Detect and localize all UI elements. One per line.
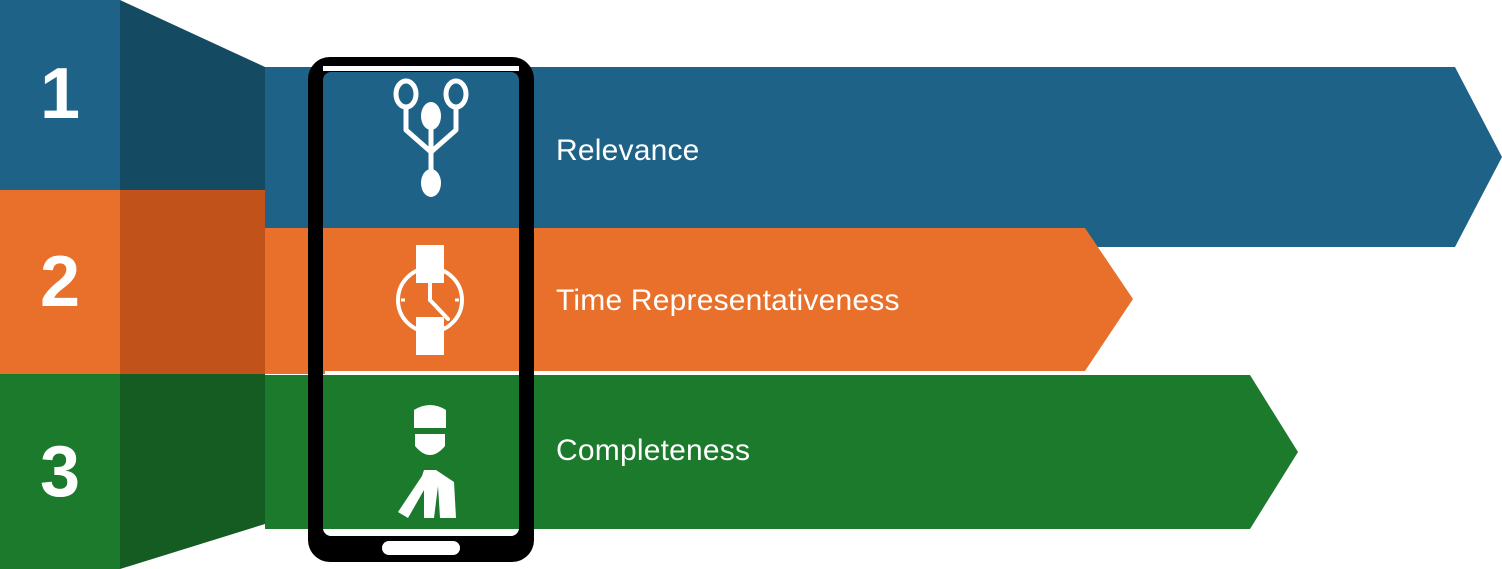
smartphone-frame	[308, 57, 534, 562]
step-1-group	[0, 0, 1502, 247]
network-nodes-icon	[393, 78, 469, 197]
step-1-number: 1	[39, 54, 81, 134]
step-2-arrow-band	[265, 228, 1133, 371]
wristwatch-icon	[396, 245, 464, 355]
step-3-label: Completeness	[556, 434, 751, 467]
step-3-arrow-band	[265, 375, 1298, 529]
step-3-number: 3	[39, 432, 81, 512]
step-3-number-block	[0, 374, 120, 569]
step-3-group	[0, 374, 1298, 569]
phone-screen-top-strip	[323, 66, 519, 71]
step-2-label: Time Representativeness	[556, 284, 900, 317]
step-1-shade-trapezoid	[120, 0, 265, 190]
phone-home-button	[382, 541, 460, 555]
step-2-shade-trapezoid	[120, 190, 265, 374]
step-1-arrow-band	[265, 67, 1502, 247]
worker-person-icon	[398, 405, 456, 518]
step-1-label: Relevance	[556, 134, 700, 167]
step-2-number: 2	[39, 242, 81, 322]
step-1-number-block	[0, 0, 120, 190]
step-3-shade-trapezoid	[120, 374, 265, 569]
step-2-number-block	[0, 190, 120, 374]
